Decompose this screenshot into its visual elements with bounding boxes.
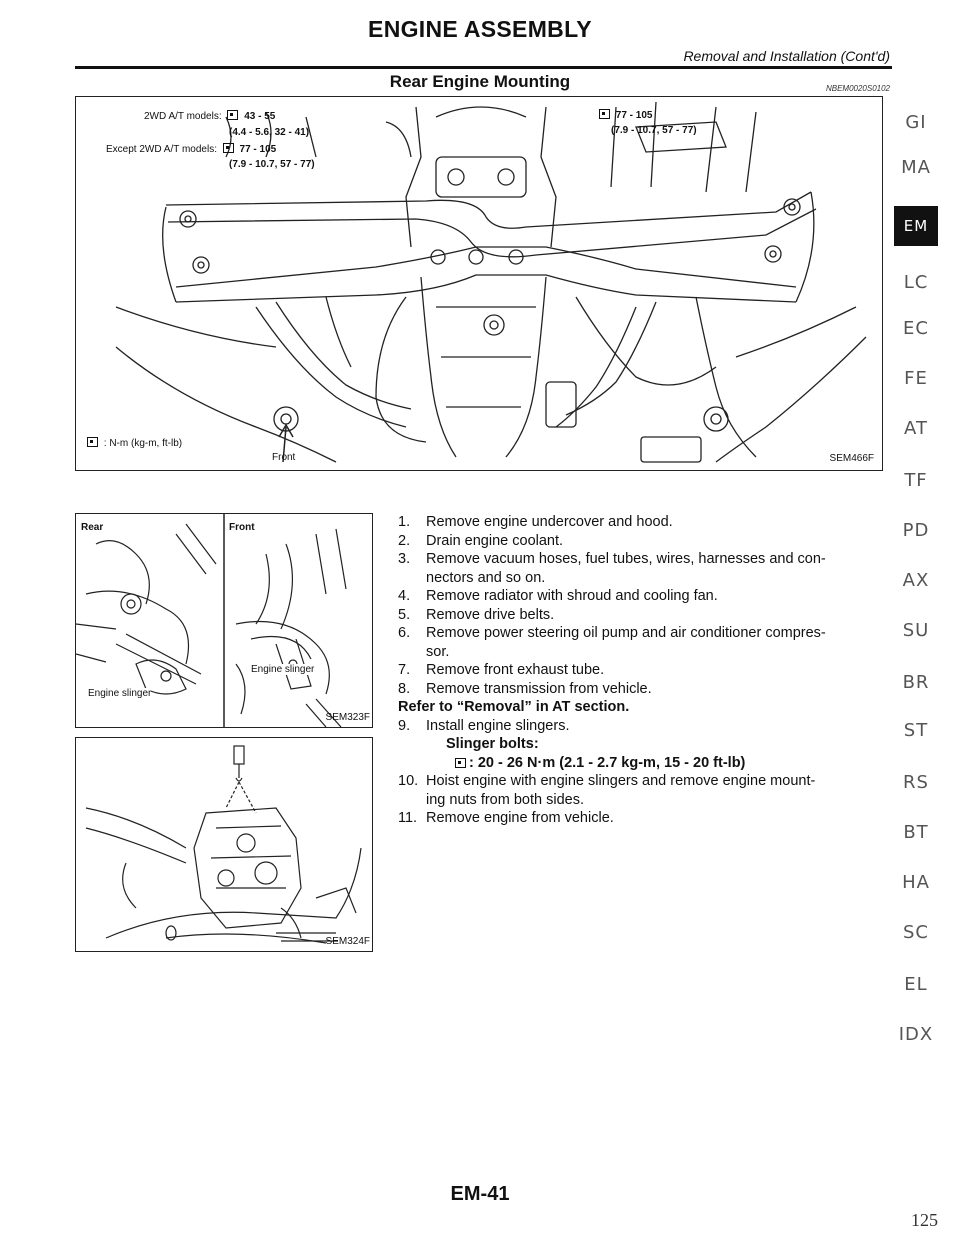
section-tab-at[interactable]: AT	[904, 418, 928, 439]
section-tab-lc[interactable]: LC	[903, 272, 929, 293]
step-number: 6.	[398, 625, 411, 641]
label-2wd-models: 2WD A/T models:	[144, 111, 222, 122]
step-text: Remove engine undercover and hood.	[426, 514, 673, 530]
section-tab-br[interactable]: BR	[902, 672, 930, 693]
rear-mounting-figure: 2WD A/T models: 43 - 55 (4.4 - 5.6, 32 -…	[75, 96, 883, 471]
step-text: Remove drive belts.	[426, 606, 555, 623]
step-item: 1. Remove engine undercover and hood.	[398, 513, 888, 532]
torque-2wd-conv: (4.4 - 5.6, 32 - 41)	[229, 127, 310, 138]
torque-icon	[227, 110, 239, 120]
section-title: Rear Engine Mounting	[389, 72, 571, 91]
engine-slinger-figure: Rear Front Engine slinger Engine slinger…	[75, 513, 373, 728]
section-tab-ax[interactable]: AX	[902, 570, 930, 591]
rear-mounting-drawing	[115, 101, 867, 463]
slinger-right-label: Engine slinger	[251, 664, 315, 675]
torque-icon	[222, 143, 234, 153]
torque-icon	[599, 109, 610, 119]
step-number: 4.	[398, 588, 411, 604]
step-text: Remove radiator with shroud and cooling …	[426, 588, 718, 604]
step-item: 11. Remove engine from vehicle.	[398, 809, 888, 828]
procedure-steps: 1. Remove engine undercover and hood. 2. Dr…	[398, 513, 888, 828]
step-number: 3.	[398, 551, 411, 567]
refer-note: Refer to “Removal” in AT section.	[398, 699, 630, 715]
step-number: 9.	[398, 717, 411, 734]
step-text-cont: sor.	[426, 643, 450, 660]
step-item: 2. Drain engine coolant.	[398, 532, 888, 551]
step-number: 10.	[398, 773, 419, 789]
section-tab-st[interactable]: ST	[903, 720, 929, 741]
step-text: Drain engine coolant.	[426, 532, 564, 549]
torque-except-conv: (7.9 - 10.7, 57 - 77)	[229, 159, 315, 170]
torque-icon	[87, 437, 98, 447]
step-number: 5.	[398, 606, 411, 623]
step-item: 9. Install engine slingers.	[398, 717, 888, 736]
step-text: Remove power steering oil pump and air c…	[426, 625, 826, 641]
page-subtitle: Removal and Installation (Cont'd)	[683, 48, 890, 64]
section-tab-fe[interactable]: FE	[904, 368, 928, 389]
step-item: 10. Hoist engine with engine slingers and…	[398, 772, 888, 809]
engine-hoist-drawing	[85, 745, 362, 944]
step-item: 7. Remove front exhaust tube.	[398, 661, 888, 680]
step-text: Remove vacuum hoses, fuel tubes, wires, …	[426, 551, 826, 567]
step-text: Remove front exhaust tube.	[426, 662, 605, 678]
figure-code: SEM466F	[829, 453, 874, 464]
step-number: 11.	[398, 810, 418, 826]
step-number: 7.	[398, 662, 411, 678]
figure-code: SEM324F	[325, 936, 370, 947]
step-item: 8. Remove transmission from vehicle.	[398, 680, 888, 699]
section-tab-pd[interactable]: PD	[902, 520, 930, 541]
section-tab-sc[interactable]: SC	[903, 922, 929, 943]
slinger-bolts-torque: : 20 - 26 N·m (2.1 - 2.7 kg-m, 15 - 20 f…	[398, 754, 888, 773]
section-tab-ma[interactable]: MA	[901, 157, 931, 178]
label-except-2wd: Except 2WD A/T models:	[106, 144, 217, 155]
torque-except-nm: 77 - 105	[239, 144, 277, 155]
section-tab-ec[interactable]: EC	[903, 318, 929, 339]
page-footer: EM-41	[450, 1183, 510, 1205]
slinger-bolts-label: Slinger bolts:	[446, 736, 539, 752]
section-tab-idx[interactable]: IDX	[898, 1024, 934, 1045]
torque-legend: : N-m (kg-m, ft-lb)	[103, 438, 183, 449]
section-tab-su[interactable]: SU	[902, 620, 930, 641]
section-tab-em[interactable]: EM	[894, 206, 938, 246]
front-label: Front	[272, 452, 296, 463]
rear-label: Rear	[81, 522, 104, 533]
engine-hoist-figure: SEM324F	[75, 737, 373, 952]
torque-icon	[455, 757, 466, 768]
step-text: Remove engine from vehicle.	[426, 810, 614, 826]
section-tab-el[interactable]: EL	[904, 974, 928, 995]
torque-right-conv: (7.9 - 10.7, 57 - 77)	[611, 125, 697, 136]
engine-slinger-drawing	[76, 514, 347, 727]
page-number: 125	[911, 1210, 938, 1230]
step-text-cont: nectors and so on.	[426, 569, 546, 586]
slinger-left-label: Engine slinger	[88, 688, 152, 699]
step-number: 8.	[398, 680, 411, 697]
step-text: Hoist engine with engine slingers and re…	[426, 773, 816, 789]
step-number: 1.	[398, 514, 411, 530]
step-text-cont: ing nuts from both sides.	[426, 791, 584, 808]
section-tab-bt[interactable]: BT	[903, 822, 929, 843]
header-rule	[75, 66, 892, 69]
section-tab-tf[interactable]: TF	[904, 470, 928, 491]
section-code: NBEM0020S0102	[825, 84, 890, 93]
section-tab-gi[interactable]: GI	[905, 112, 927, 133]
step-item: 4. Remove radiator with shroud and coolin…	[398, 587, 888, 606]
front-label: Front	[229, 522, 255, 533]
torque-2wd-nm: 43 - 55	[244, 111, 276, 122]
step-item: 5. Remove drive belts.	[398, 606, 888, 625]
torque-right-nm: 77 - 105	[615, 110, 653, 121]
step-text: Remove transmission from vehicle.	[426, 680, 652, 697]
section-tab-ha[interactable]: HA	[902, 872, 930, 893]
step-item: 6. Remove power steering oil pump and air…	[398, 624, 888, 661]
section-tab-rs[interactable]: RS	[903, 772, 929, 793]
step-text: Install engine slingers.	[426, 717, 570, 734]
page-title: ENGINE ASSEMBLY	[368, 16, 592, 42]
step-item: 3. Remove vacuum hoses, fuel tubes, wires…	[398, 550, 888, 587]
figure-code: SEM323F	[325, 712, 370, 723]
step-number: 2.	[398, 532, 411, 549]
